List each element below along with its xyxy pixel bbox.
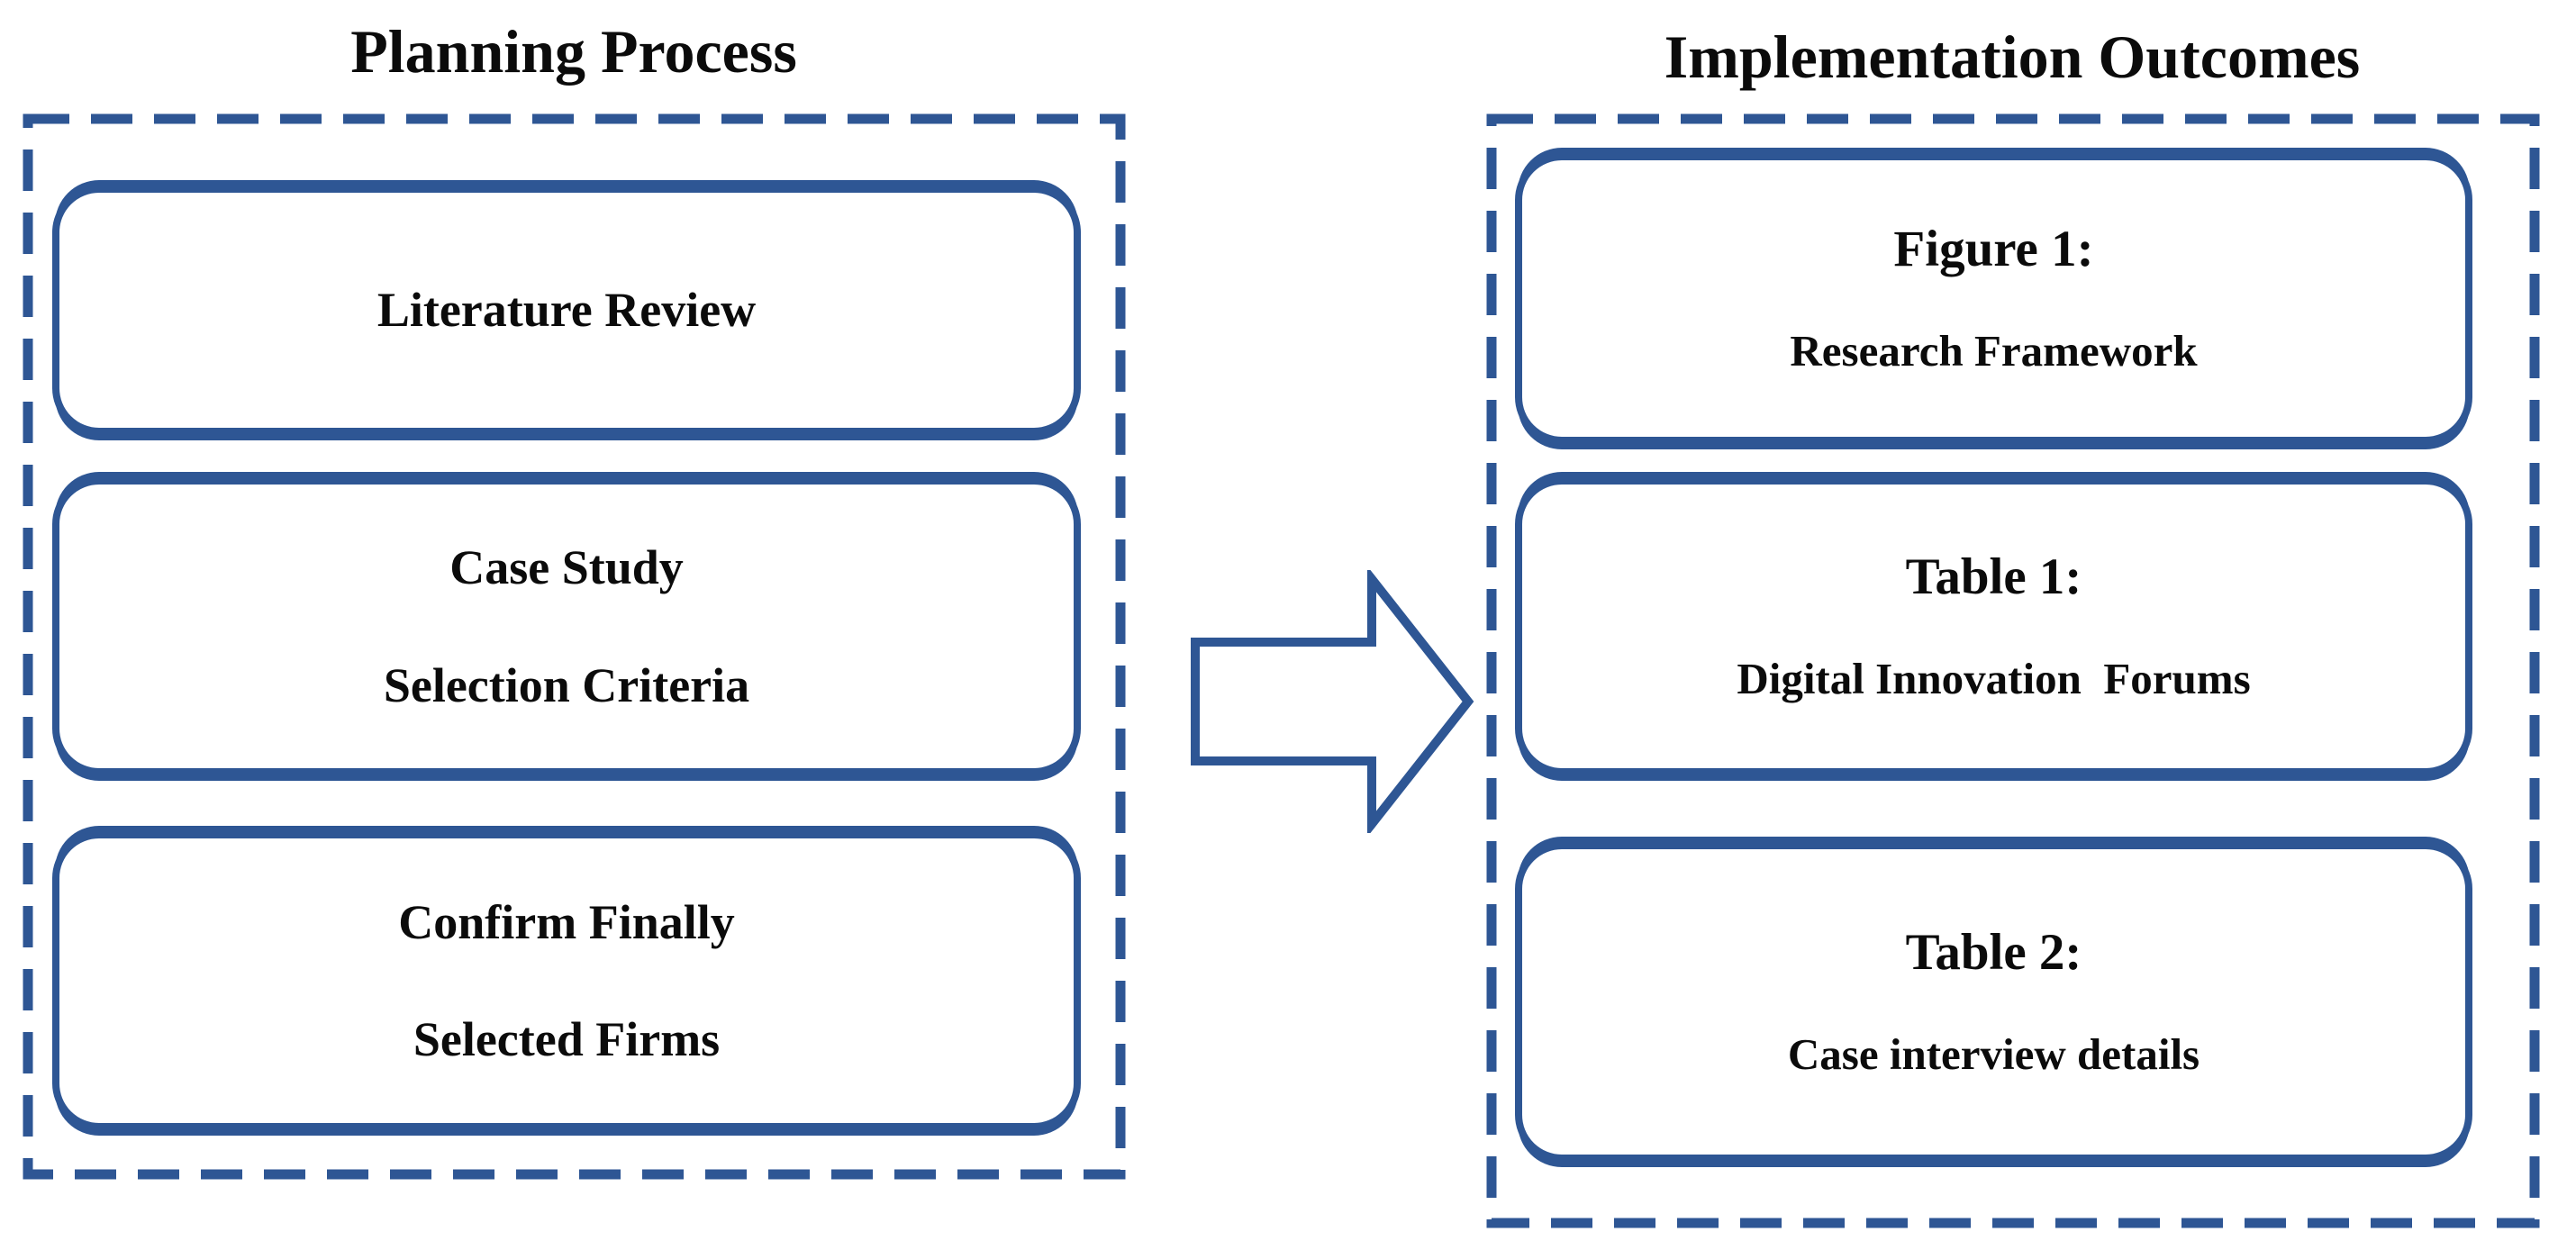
box-text: Selection Criteria — [383, 657, 750, 712]
box-figure-1-research-framework: Figure 1: Research Framework — [1515, 153, 2472, 444]
box-text: Research Framework — [1790, 325, 2198, 376]
box-literature-review: Literature Review — [52, 186, 1081, 435]
box-text: Table 2: — [1905, 924, 2082, 982]
box-table-2-case-interview-details: Table 2: Case interview details — [1515, 842, 2472, 1162]
box-text: Case Study — [449, 540, 684, 595]
implementation-outcomes-title: Implementation Outcomes — [1664, 23, 2361, 91]
box-text: Digital Innovation Forums — [1737, 653, 2251, 703]
box-text: Literature Review — [376, 283, 757, 338]
box-text: Case interview details — [1787, 1028, 2200, 1079]
box-table-1-digital-innovation-forums: Table 1: Digital Innovation Forums — [1515, 477, 2472, 775]
planning-process-title: Planning Process — [350, 17, 797, 86]
box-text: Table 1: — [1905, 548, 2082, 606]
implementation-outcomes-panel — [1486, 113, 2540, 1228]
box-text: Figure 1: — [1893, 221, 2094, 278]
box-text: Selected Firms — [413, 1012, 721, 1066]
box-confirm-finally-selected-firms: Confirm Finally Selected Firms — [52, 831, 1081, 1130]
box-case-study-selection-criteria: Case Study Selection Criteria — [52, 477, 1081, 775]
right-arrow-icon — [1191, 570, 1474, 833]
box-text: Confirm Finally — [398, 894, 735, 949]
